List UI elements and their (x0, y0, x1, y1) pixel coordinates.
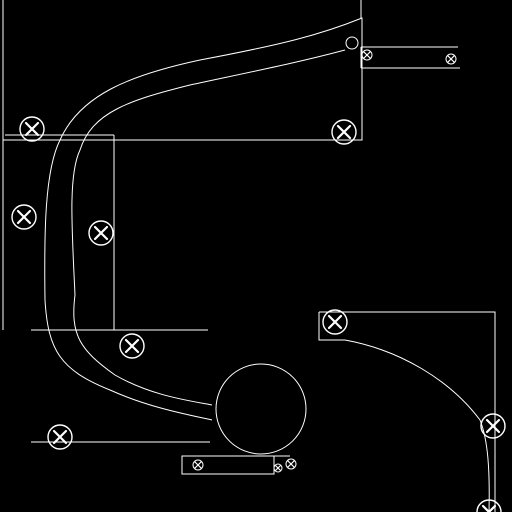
top-right-bracket (360, 46, 460, 69)
small-screw-icon (285, 458, 297, 470)
bottom-bracket-outline (181, 455, 290, 475)
top-panel-outline (2, 0, 363, 330)
screw-icon (11, 204, 37, 230)
screw-icon (480, 413, 506, 439)
left-bracket-outline (5, 134, 208, 331)
right-cable (344, 339, 490, 512)
screw-icon (88, 220, 114, 246)
small-hole-icon (345, 36, 359, 50)
screw-icon (331, 119, 357, 145)
small-screw-icon (361, 49, 373, 61)
main-cable-inner (71, 49, 346, 406)
right-panel-outline (318, 311, 496, 512)
round-component-icon (215, 363, 307, 455)
screw-icon (47, 424, 73, 450)
small-screw-icon (273, 463, 283, 473)
small-screw-icon (445, 53, 457, 65)
screw-icon (322, 309, 348, 335)
screw-icon (476, 499, 502, 512)
small-screw-icon (192, 459, 204, 471)
screw-icon (19, 116, 45, 142)
main-cable-outer (44, 17, 363, 421)
screw-icon (119, 333, 145, 359)
